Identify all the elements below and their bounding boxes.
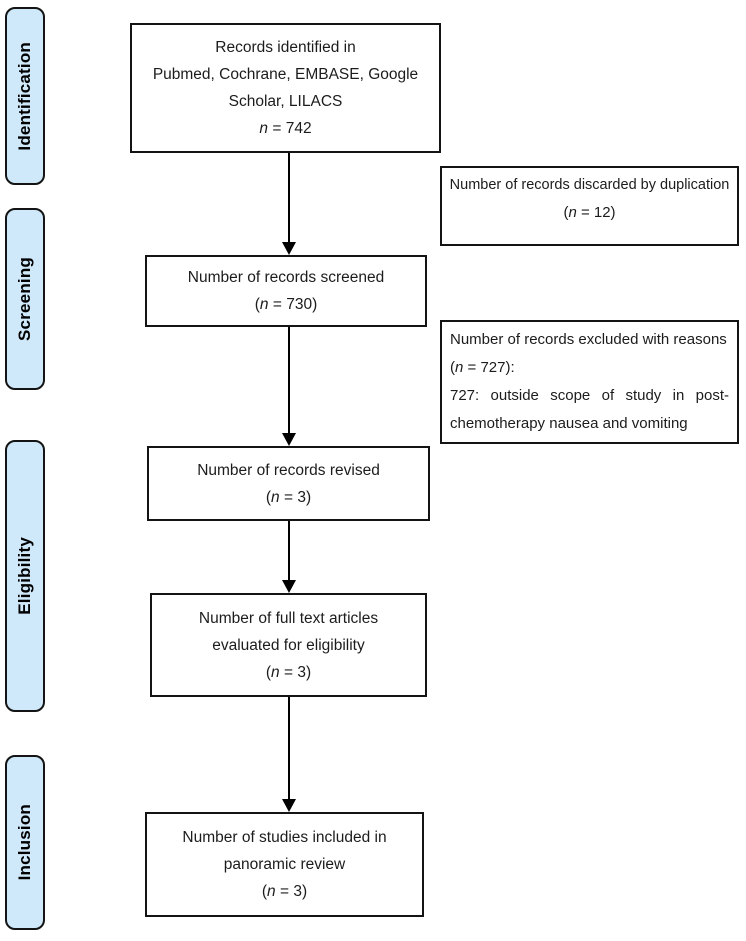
stage-label-text: Eligibility (15, 537, 34, 615)
flow-box-records-identified: Records identified in Pubmed, Cochrane, … (130, 23, 441, 153)
exclusion-reason: 727: outside scope of study in post-chem… (450, 387, 729, 432)
box-line: Number of records revised (197, 461, 380, 479)
box-line: Number of studies included in (182, 829, 387, 846)
side-box-discarded-duplication: Number of records discarded by duplicati… (440, 166, 739, 246)
down-arrow-icon-identified-to-screened (282, 153, 296, 255)
stage-label-text: Inclusion (15, 804, 34, 881)
sample-size: n = 742 (259, 120, 312, 137)
side-box-excluded-with-reasons: Number of records excluded with reasons … (440, 320, 739, 444)
sample-size: (n = 730) (254, 296, 318, 313)
box-line: Number of records screened (187, 269, 385, 286)
box-line: Pubmed, Cochrane, EMBASE, Google (152, 66, 419, 83)
box-line: Number of records discarded by duplicati… (449, 177, 730, 193)
box-line: Scholar, LILACS (228, 93, 343, 110)
box-line: panoramic review (223, 856, 346, 873)
stage-label-identification: Identification (5, 7, 45, 185)
down-arrow-icon-fulltext-to-included (282, 697, 296, 812)
sample-size: (n = 727): (450, 359, 515, 376)
box-line: evaluated for eligibility (212, 636, 365, 654)
stage-label-text: Identification (15, 41, 34, 151)
flow-box-studies-included: Number of studies included in panoramic … (145, 812, 424, 917)
flow-box-fulltext-evaluated: Number of full text articles evaluated f… (150, 593, 427, 697)
down-arrow-icon-revised-to-fulltext (282, 521, 296, 593)
stage-label-screening: Screening (5, 208, 45, 390)
stage-label-eligibility: Eligibility (5, 440, 45, 712)
down-arrow-icon-screened-to-revised (282, 327, 296, 446)
stage-label-text: Screening (15, 257, 34, 341)
box-line: Number of records excluded with reasons (450, 331, 727, 348)
sample-size: (n = 3) (265, 488, 312, 506)
stage-label-inclusion: Inclusion (5, 755, 45, 930)
box-line: Number of full text articles (198, 609, 379, 627)
sample-size: (n = 3) (261, 883, 308, 900)
flow-box-records-revised: Number of records revised (n = 3) (147, 446, 430, 521)
flow-box-records-screened: Number of records screened (n = 730) (145, 255, 427, 327)
sample-size: (n = 3) (265, 663, 312, 681)
box-line: Records identified in (215, 39, 356, 56)
sample-size: (n = 12) (563, 204, 616, 221)
